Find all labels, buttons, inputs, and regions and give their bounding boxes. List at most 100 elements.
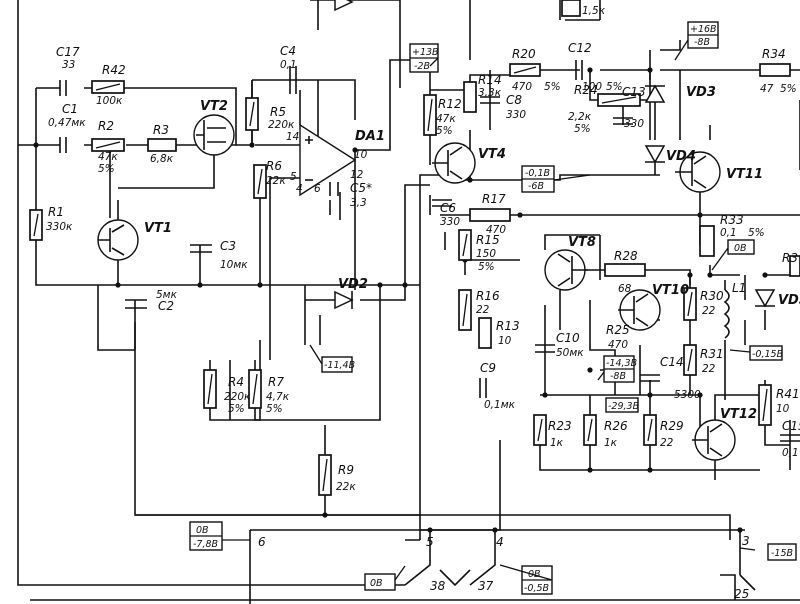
label-vt11: VT11 [726,167,763,182]
label-vt1: VT1 [144,221,172,236]
label-r13: R13 [496,319,520,333]
label-r14: R14 [478,73,502,87]
connector-25: 25 [734,587,749,601]
label-l1: L1 [732,281,746,295]
value-r2: 47к [98,151,118,163]
tol-r33: 5% [748,227,765,239]
value-r6: 22к [266,175,286,187]
voltage-bot-15: -15В [771,548,793,559]
junction-dots [33,67,768,533]
resistor-r3x [789,255,800,277]
voltage-top-left-b: -2В [414,61,430,72]
label-c4: C4 [280,44,296,58]
label-r31: R31 [700,347,724,361]
label-vd4: VD4 [666,149,696,164]
label-r6: R6 [266,159,282,173]
voltage-top-left-a: +13В [412,47,439,58]
value-r26: 1к [604,437,618,449]
label-r29: R29 [660,419,684,433]
label-da1: DA1 [355,129,385,144]
label-r16: R16 [476,289,500,303]
label-r41: R41 [776,387,800,401]
value-r33: 0,1 [720,227,737,239]
component-labels: C17 33 R42 100к C1 0,47мк R2 47к 5% R3 6… [46,5,800,493]
resistor-slashes [33,66,768,492]
pin-5: 5 [290,171,297,183]
label-r15: R15 [476,233,500,247]
voltage-vd2: -11,4В [324,360,355,371]
voltage-r31: -0,15В [752,349,783,360]
value-r31: 22 [702,363,716,375]
label-c17: C17 [56,45,80,59]
value-c2: 5мк [156,289,178,301]
voltage-boxes [189,21,797,595]
resistor-r17 [469,208,511,222]
connector-labels: 6 5 4 3 38 37 25 [258,534,750,601]
value-r7: 4,7к [266,391,290,403]
label-r25: R25 [606,323,630,337]
label-r28: R28 [614,249,638,263]
label-r12: R12 [438,97,462,111]
label-c12: C12 [568,41,592,55]
label-c6: C6 [440,201,456,215]
voltage-mid-b: -6В [528,181,544,192]
label-r4: R4 [228,375,244,389]
voltage-mid-a: -0,1В [525,168,550,179]
resistor-r13 [478,317,492,349]
arrow-pointers [222,39,756,581]
label-r3x: R3 [782,251,798,265]
label-r5: R5 [270,105,286,119]
label-c14: C14 [660,355,684,369]
connector-3: 3 [742,534,750,548]
label-r33: R33 [720,213,744,227]
value-r14: 3,3к [478,87,502,99]
value-c9: 0,1мк [484,399,516,411]
tol-r4: 5% [228,403,245,415]
value-r1: 330к [46,221,73,233]
value-c1: 0,47мк [48,117,86,129]
value-r20: 470 [512,81,532,93]
voltage-bl-a: 0В [196,525,209,536]
resistor-r34 [759,63,791,77]
voltage-bot-r-b: -0,5В [524,583,549,594]
label-vt2: VT2 [200,99,228,114]
label-c3: C3 [220,239,236,253]
label-vd3: VD3 [686,85,716,100]
value-r5: 220к [268,119,295,131]
voltage-top-right-a: +16В [690,24,717,35]
label-r2: R2 [98,119,114,133]
label-c15: C15 [782,419,800,433]
inductor-l1 [723,289,730,339]
value-r13: 10 [498,335,512,347]
pin-14: 14 [286,131,299,143]
capacitors [59,60,800,442]
connector-5: 5 [426,535,434,549]
value-c13: 330 [624,118,644,130]
value-c3: 10мк [220,259,248,271]
label-r17: R17 [482,192,506,206]
value-r28: 68 [618,283,632,295]
diodes [334,0,776,310]
label-vd5: VD5 [778,293,800,308]
label-r23: R23 [548,419,572,433]
label-vt10: VT10 [652,283,689,298]
label-r30: R30 [700,289,724,303]
resistors [29,0,800,496]
pin-12: 12 [350,169,364,181]
value-r24: 2,2к [568,111,592,123]
label-c1: C1 [62,102,78,116]
transistors [97,114,736,461]
value-c15: 0,1 [782,447,799,459]
resistor-r33 [699,225,715,257]
value-r3: 6,8к [150,153,174,165]
value-r42: 100к [96,95,123,107]
opamp-da1 [299,123,357,197]
label-c13: C13 [622,85,646,99]
voltage-c14: -29,3В [608,401,639,412]
voltage-0b-right: 0В [734,243,747,254]
resistor-r28 [604,263,646,277]
value-c8: 330 [506,109,526,121]
connector-4: 4 [496,535,504,549]
label-c8: C8 [506,93,522,107]
